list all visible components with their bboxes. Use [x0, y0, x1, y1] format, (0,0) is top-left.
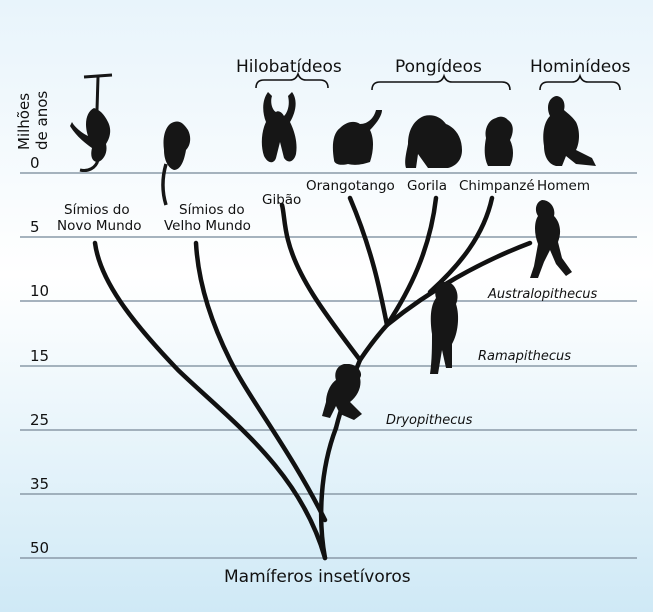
tick-label-10: 10 [30, 282, 49, 300]
chimpanze-silhouette-icon [485, 117, 513, 166]
tick-label-25: 25 [30, 411, 49, 429]
branch-gibao [282, 205, 360, 360]
branch-main-up [360, 325, 387, 360]
gibao-silhouette-icon [262, 92, 297, 162]
velho-mundo-silhouette-icon [163, 121, 190, 205]
label-gorila: Gorila [407, 178, 447, 194]
branch-trunk [321, 428, 336, 558]
group-pongideos: Pongídeos [395, 57, 482, 77]
branch-orangotango [350, 198, 387, 325]
tick-label-35: 35 [30, 475, 49, 493]
label-australopithecus: Australopithecus [487, 287, 597, 302]
dryopithecus-silhouette-icon [322, 364, 362, 420]
label-velho-mundo-1: Símios do [179, 202, 245, 218]
novo-mundo-silhouette-icon [70, 75, 112, 171]
label-ramapithecus: Ramapithecus [478, 349, 571, 364]
branches [95, 198, 530, 558]
label-novo-mundo-1: Símios do [64, 202, 130, 218]
gorila-silhouette-icon [405, 115, 462, 168]
label-root: Mamíferos insetívoros [224, 567, 411, 587]
orangotango-silhouette-icon [333, 110, 382, 165]
homem-silhouette-icon [543, 96, 596, 166]
branch-novo-mundo [95, 243, 325, 558]
australopithecus-silhouette-icon [530, 200, 572, 278]
brace-pongideos [372, 76, 510, 90]
label-velho-mundo-2: Velho Mundo [164, 218, 251, 234]
label-chimpanze: Chimpanzé [459, 178, 535, 194]
yaxis-title-line2: de anos [33, 91, 51, 150]
label-gibao: Gibão [262, 192, 301, 208]
tick-label-15: 15 [30, 347, 49, 365]
label-homem: Homem [537, 178, 590, 194]
group-hilobatideos: Hilobatídeos [236, 57, 342, 77]
ramapithecus-silhouette-icon [430, 282, 458, 374]
branch-chimpanze [430, 198, 492, 292]
yaxis-title-line1: Milhões [15, 93, 33, 150]
brace-hominideos [540, 76, 620, 90]
tick-label-5: 5 [30, 218, 40, 236]
label-novo-mundo-2: Novo Mundo [57, 218, 142, 234]
tick-label-0: 0 [30, 154, 40, 172]
group-hominideos: Hominídeos [530, 57, 631, 77]
label-orangotango: Orangotango [306, 178, 395, 194]
label-dryopithecus: Dryopithecus [386, 413, 473, 428]
tick-label-50: 50 [30, 539, 49, 557]
